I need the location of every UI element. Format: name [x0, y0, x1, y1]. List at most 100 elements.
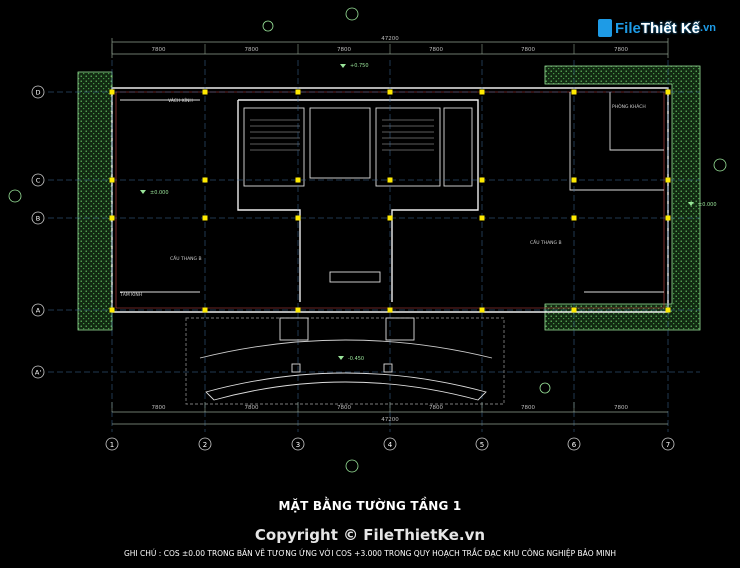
column-marker	[479, 215, 485, 221]
top-span-3: 7800	[337, 47, 351, 53]
column-label: 2	[203, 441, 207, 449]
left-planter	[77, 71, 113, 331]
level-top: +0.750	[350, 63, 369, 69]
row-bubble	[31, 303, 45, 317]
row-label: C	[36, 177, 41, 185]
room-label-left-top: VÁCH KÍNH	[168, 97, 193, 104]
grid-axes	[48, 60, 700, 432]
column-label: 6	[572, 441, 577, 449]
column-bubble	[105, 437, 119, 451]
column-marker	[571, 215, 577, 221]
bottom-span-3: 7800	[337, 405, 351, 411]
column-label: 7	[666, 441, 670, 449]
top-span-6: 7800	[614, 47, 628, 53]
column-marker	[295, 177, 301, 183]
room-labels: CẦU THANG B CẦU THANG B PHÒNG KHÁCH VÁCH…	[119, 97, 646, 298]
column-marker	[295, 89, 301, 95]
column-bubble	[291, 437, 305, 451]
level-markers: +0.750 -0.450 ±0.000 ±0.000	[140, 63, 717, 362]
right-planter	[544, 65, 701, 331]
column-marker	[665, 89, 671, 95]
column-marker	[479, 177, 485, 183]
column-marker	[571, 89, 577, 95]
row-label: A'	[35, 369, 41, 377]
room-label-top-right: PHÒNG KHÁCH	[612, 103, 646, 110]
column-grid-bubbles: 1 2 3 4 5 6 7	[105, 437, 675, 451]
column-marker	[387, 307, 393, 313]
column-marker	[665, 177, 671, 183]
top-dimension-labels: 7800 7800 7800 7800 7800 7800	[111, 44, 628, 54]
column-bubble	[475, 437, 489, 451]
top-span-4: 7800	[429, 47, 443, 53]
column-marker	[109, 177, 115, 183]
entrance-canopy	[185, 317, 505, 405]
planters	[77, 65, 701, 331]
column-marker	[202, 307, 208, 313]
column-marker	[665, 307, 671, 313]
column-marker	[479, 307, 485, 313]
section-markers	[8, 7, 727, 473]
logo-text-2: Thiết Kế	[640, 19, 701, 37]
drawing-note: GHI CHÚ : COS ±0.00 TRONG BẢN VẼ TƯƠNG Ứ…	[124, 549, 616, 558]
row-label: B	[36, 215, 40, 223]
room-label-left-hall: CẦU THANG B	[170, 254, 202, 262]
column-marker	[387, 89, 393, 95]
interior-partitions	[120, 92, 664, 293]
column-marker	[109, 307, 115, 313]
bottom-span-5: 7800	[521, 405, 535, 411]
logo-text-3: .vn	[700, 22, 716, 34]
logo-text-1: File	[615, 19, 641, 37]
column-bubble	[661, 437, 675, 451]
structural-columns	[109, 89, 671, 313]
column-marker	[295, 215, 301, 221]
copyright-text: Copyright © FileThietKe.vn	[254, 526, 486, 544]
top-span-5: 7800	[521, 47, 535, 53]
logo-icon	[598, 19, 612, 37]
column-marker	[387, 215, 393, 221]
column-marker	[202, 215, 208, 221]
row-bubble	[31, 85, 45, 99]
bottom-span-4: 7800	[429, 405, 443, 411]
column-bubble	[198, 437, 212, 451]
row-label: A	[36, 307, 41, 315]
column-bubble	[567, 437, 581, 451]
column-marker	[109, 215, 115, 221]
stairs	[250, 119, 434, 151]
column-marker	[295, 307, 301, 313]
bottom-span-6: 7800	[614, 405, 628, 411]
site-logo: File Thiết Kế .vn	[598, 16, 716, 40]
top-span-1: 7800	[152, 47, 166, 53]
level-left: ±0.000	[150, 190, 169, 196]
column-bubble	[383, 437, 397, 451]
column-marker	[202, 89, 208, 95]
overall-dimension-top: 47200	[381, 36, 399, 42]
row-bubble	[31, 211, 45, 225]
column-label: 5	[480, 441, 484, 449]
column-label: 3	[296, 441, 300, 449]
column-marker	[109, 89, 115, 95]
column-label: 1	[110, 441, 114, 449]
row-bubble	[31, 173, 45, 187]
row-label: D	[35, 89, 40, 97]
top-span-2: 7800	[245, 47, 259, 53]
level-entrance: -0.450	[348, 356, 364, 362]
column-marker	[479, 89, 485, 95]
row-grid-bubbles: D C B A A'	[31, 85, 45, 379]
drawing-title: MẶT BẰNG TƯỜNG TẦNG 1	[278, 499, 462, 513]
column-marker	[571, 307, 577, 313]
column-label: 4	[388, 441, 393, 449]
bottom-span-2: 7800	[245, 405, 259, 411]
column-marker	[571, 177, 577, 183]
overall-dimension-bottom: 47200	[381, 417, 399, 423]
bottom-dimension-labels: 7800 7800 7800 7800 7800 7800	[111, 402, 628, 412]
row-bubble	[31, 365, 45, 379]
column-marker	[387, 177, 393, 183]
room-label-right-hall: CẦU THANG B	[530, 238, 562, 246]
level-right: ±0.000	[698, 202, 717, 208]
column-marker	[665, 215, 671, 221]
bottom-span-1: 7800	[152, 405, 166, 411]
column-marker	[202, 177, 208, 183]
room-label-left-bottom: TẤM KÍNH	[119, 290, 142, 298]
